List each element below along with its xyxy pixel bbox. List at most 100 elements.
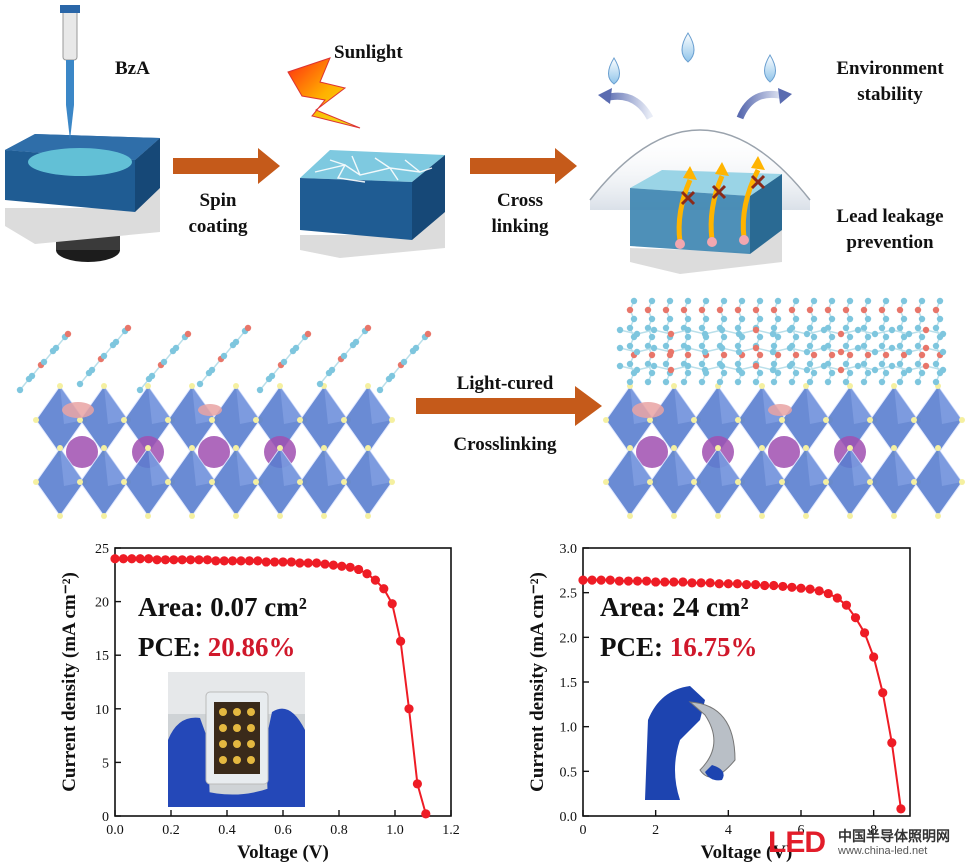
atom: [662, 306, 670, 314]
halide-atom: [671, 513, 677, 519]
atom: [148, 372, 156, 380]
x-tick-label: 0.0: [106, 823, 124, 838]
data-point: [741, 580, 752, 590]
atom: [735, 366, 743, 374]
halide-atom: [101, 445, 107, 451]
atom: [698, 378, 706, 386]
data-point: [295, 558, 305, 568]
atom: [888, 362, 896, 370]
atom: [752, 326, 760, 334]
protected-film: [630, 156, 782, 274]
spin-coating-line2: coating: [188, 216, 248, 237]
atom: [900, 351, 908, 359]
x-tick-label: 4: [725, 823, 732, 838]
atom: [792, 369, 800, 377]
atom: [734, 360, 742, 368]
halide-atom: [867, 479, 873, 485]
atom: [914, 324, 922, 332]
surface-defect: [198, 404, 222, 416]
data-point: [404, 704, 414, 714]
atom: [896, 360, 904, 368]
atom: [644, 360, 652, 368]
halide-atom: [321, 445, 327, 451]
cross-linking-line2: linking: [491, 216, 549, 237]
a-site-cation: [198, 436, 230, 468]
data-point: [253, 556, 263, 566]
data-point: [787, 582, 797, 592]
data-point: [152, 555, 162, 565]
y-tick-label: 0.0: [560, 810, 578, 825]
halide-atom: [891, 383, 897, 389]
data-point: [362, 569, 372, 579]
atom: [918, 333, 926, 341]
y-tick-label: 1.5: [560, 676, 578, 691]
surface-defect: [62, 402, 94, 418]
data-point: [379, 584, 389, 594]
atom: [616, 326, 624, 334]
atom: [846, 315, 854, 323]
atom: [268, 372, 276, 380]
chart1-pce-annotation: PCE: 20.86%: [138, 632, 296, 663]
atom: [633, 330, 641, 338]
data-point: [228, 556, 238, 566]
halide-atom: [145, 513, 151, 519]
atom: [882, 369, 890, 377]
atom: [160, 358, 168, 366]
x-tick-label: 1.0: [386, 823, 404, 838]
halide-atom: [277, 383, 283, 389]
atom: [626, 306, 634, 314]
halide-atom: [389, 479, 395, 485]
atom: [932, 324, 940, 332]
halide-atom: [891, 445, 897, 451]
environment-line2: stability: [857, 84, 923, 105]
halide-atom: [715, 445, 721, 451]
atom: [842, 324, 850, 332]
atom: [684, 333, 692, 341]
atom: [854, 362, 862, 370]
atom: [842, 378, 850, 386]
atom: [352, 338, 360, 346]
halide-atom: [603, 479, 609, 485]
data-point: [814, 586, 824, 596]
octahedron-facet: [718, 386, 742, 424]
crosslinked-network-right: [616, 297, 947, 386]
data-point: [387, 599, 397, 609]
atom: [424, 330, 432, 338]
data-point: [823, 588, 833, 599]
halide-atom: [209, 417, 215, 423]
octahedron-facet: [630, 448, 654, 486]
process-arrow-1: [173, 148, 280, 184]
atom: [820, 362, 828, 370]
atom: [684, 369, 692, 377]
data-point: [177, 555, 187, 565]
octahedron-facet: [324, 448, 348, 486]
atom: [626, 324, 634, 332]
halide-atom: [779, 479, 785, 485]
chart1-pce-label: PCE:: [138, 632, 208, 662]
atom: [820, 344, 828, 352]
atom: [864, 315, 872, 323]
halide-atom: [233, 513, 239, 519]
atom: [650, 344, 658, 352]
atom: [936, 297, 944, 305]
halide-atom: [867, 417, 873, 423]
x-tick-label: 6: [798, 823, 805, 838]
watermark-url: www.china-led.net: [838, 845, 928, 857]
atom: [788, 378, 796, 386]
x-tick-label: 8: [870, 823, 877, 838]
data-point: [850, 613, 861, 623]
atom: [616, 344, 624, 352]
atom: [828, 333, 836, 341]
octahedron-facet: [938, 448, 962, 486]
data-point: [118, 554, 128, 564]
atom: [806, 324, 814, 332]
data-point: [660, 577, 670, 587]
atom: [846, 369, 854, 377]
atom: [792, 297, 800, 305]
atom: [256, 386, 264, 394]
atom: [648, 333, 656, 341]
atom: [40, 358, 48, 366]
atom: [16, 386, 24, 394]
atom: [738, 297, 746, 305]
